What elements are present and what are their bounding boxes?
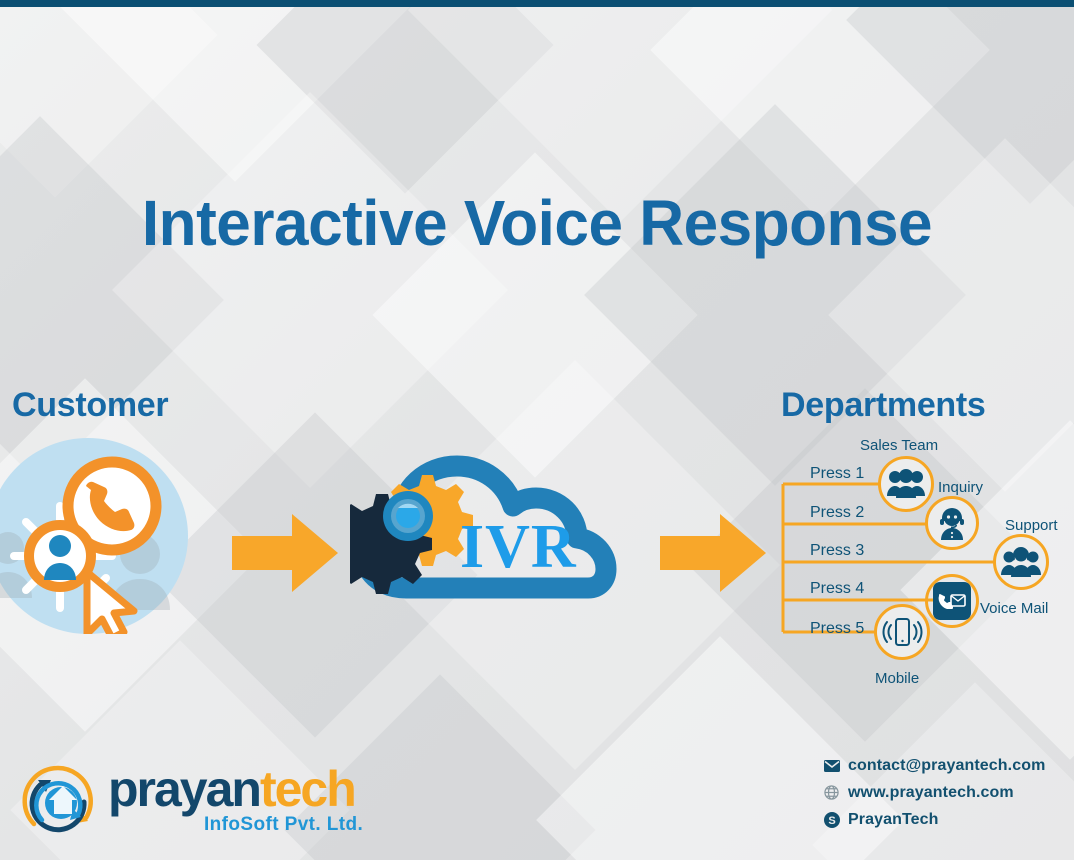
email-icon — [824, 759, 848, 772]
flow-arrow-customer-to-ivr — [232, 512, 340, 599]
headset-agent-icon[interactable] — [925, 496, 979, 550]
press-label-4: Press 4 — [810, 580, 865, 597]
contact-block: contact@prayantech.com www.prayantech.co… — [824, 752, 1045, 833]
press-label-5: Press 5 — [810, 620, 865, 637]
department-label-sales-team: Sales Team — [860, 437, 939, 454]
support-team-icon[interactable] — [993, 534, 1049, 590]
top-accent-bar — [0, 0, 1074, 7]
department-label-support: Support — [1005, 517, 1058, 534]
contact-row-email[interactable]: contact@prayantech.com — [824, 752, 1045, 779]
contact-row-website[interactable]: www.prayantech.com — [824, 779, 1045, 806]
contact-row-skype[interactable]: S PrayanTech — [824, 806, 1045, 833]
tree-connector-lines — [781, 482, 1008, 634]
mobile-phone-icon[interactable] — [874, 604, 930, 660]
globe-icon — [824, 785, 848, 800]
ivr-illustration: IVR — [350, 440, 650, 620]
logo-word-primary: prayan — [108, 761, 262, 817]
contact-email-text: contact@prayantech.com — [848, 756, 1046, 774]
voicemail-icon[interactable] — [925, 574, 979, 628]
cursor-pointer-icon — [83, 568, 138, 634]
company-logo: prayantech InfoSoft Pvt. Ltd. — [18, 752, 368, 852]
circular-arrows-logo-icon — [22, 765, 93, 833]
svg-text:S: S — [828, 815, 835, 827]
contact-skype-text: PrayanTech — [848, 810, 939, 828]
department-label-inquiry: Inquiry — [938, 479, 984, 496]
group-people-icon[interactable] — [878, 456, 934, 512]
ivr-label: IVR — [460, 513, 577, 581]
skype-icon: S — [824, 811, 848, 828]
press-label-2: Press 2 — [810, 504, 865, 521]
logo-tagline: InfoSoft Pvt. Ltd. — [204, 814, 364, 835]
department-label-mobile: Mobile — [875, 670, 920, 687]
customer-illustration — [0, 438, 198, 634]
phone-handset-icon — [62, 456, 162, 556]
department-label-voice-mail: Voice Mail — [980, 600, 1049, 617]
lens-icon — [383, 491, 433, 541]
page-title: Interactive Voice Response — [141, 187, 933, 259]
logo-word-secondary: tech — [259, 761, 357, 817]
logo-wordmark: prayantech — [108, 760, 357, 818]
flow-arrow-ivr-to-departments — [660, 512, 768, 599]
contact-website-text: www.prayantech.com — [848, 783, 1014, 801]
user-badge-icon — [24, 520, 96, 592]
press-label-1: Press 1 — [810, 465, 865, 482]
departments-heading: Departments — [781, 386, 986, 424]
departments-tree: Press 1 Press 2 Press 3 Press 4 Press 5 … — [780, 432, 1074, 692]
press-label-3: Press 3 — [810, 542, 865, 559]
customer-heading: Customer — [12, 386, 169, 424]
